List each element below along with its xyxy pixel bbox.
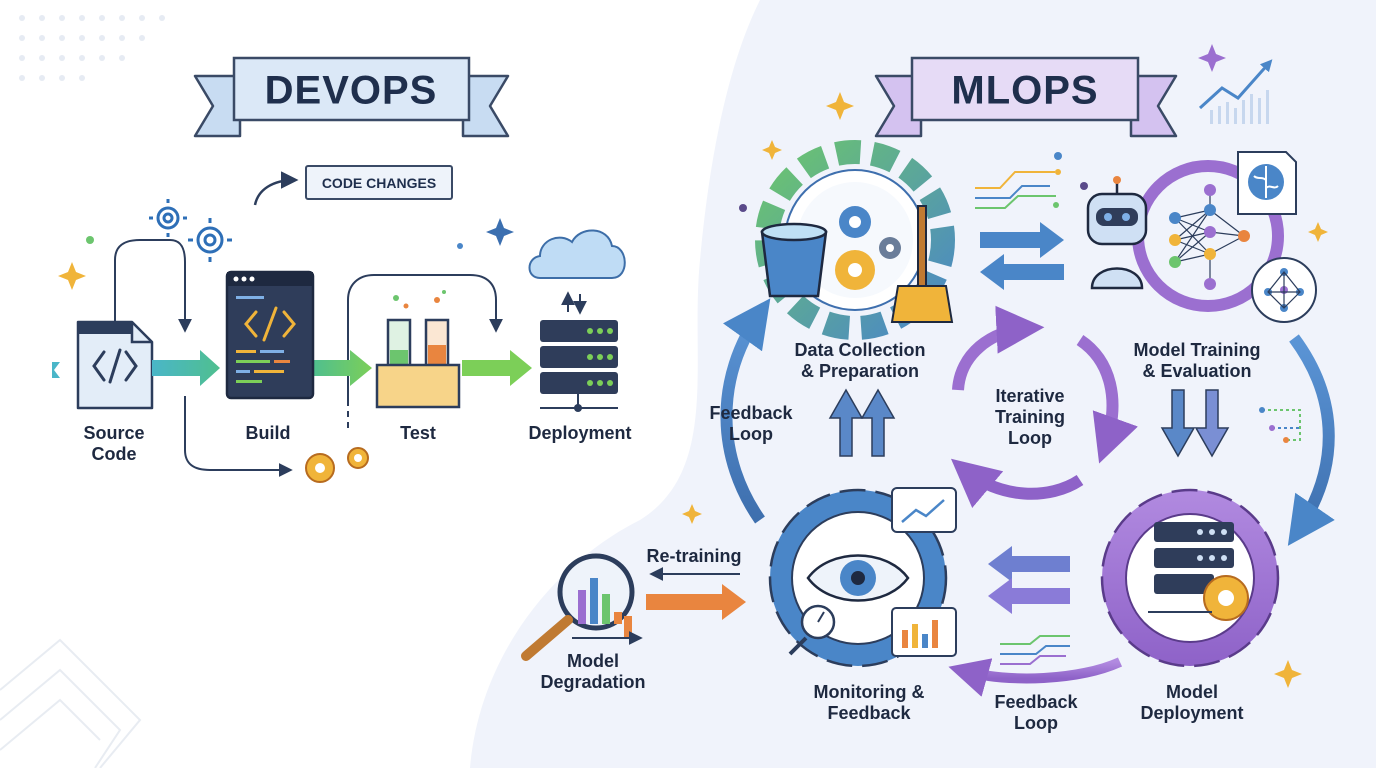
upload-arrows <box>561 291 587 315</box>
arrow-source-build <box>152 350 220 386</box>
orange-gear-icon <box>305 447 369 483</box>
degradation-magnifier-icon <box>521 553 643 661</box>
arrow-in <box>52 362 60 378</box>
bucket-icon <box>760 222 828 298</box>
corner-lines <box>0 638 142 768</box>
sparkle-icon <box>1198 44 1226 72</box>
code-changes-label: CODE CHANGES <box>305 165 453 200</box>
arrow-code-changes <box>253 171 299 206</box>
data-collection-gear <box>755 140 955 340</box>
model-degradation-label: Model Degradation <box>540 651 646 692</box>
iterative-loop-label: Iterative Training Loop <box>994 386 1066 448</box>
brain-document-icon <box>1237 151 1297 215</box>
gauge-icon <box>788 604 836 656</box>
feedback-loop-bottom-arrow <box>948 657 1123 697</box>
stage-test: Test <box>400 423 436 443</box>
test-tubes-icon <box>375 290 461 409</box>
arrow-test-deploy <box>462 350 532 386</box>
stage-source-code: Source Code <box>83 423 145 464</box>
feedback-loop-arrow <box>720 298 771 524</box>
build-window-icon <box>225 270 315 400</box>
data-lines-icon <box>975 152 1062 209</box>
server-icon <box>540 320 618 412</box>
devops-banner <box>193 56 510 138</box>
stage-build: Build <box>245 423 291 443</box>
arrow-monitor-data <box>828 388 896 457</box>
chart-bubble-icon <box>891 487 957 533</box>
bar-chart-icon <box>891 607 957 657</box>
data-lines-icon-2 <box>1000 635 1070 665</box>
arrow-training-deploy <box>1160 389 1230 458</box>
cloud-icon <box>528 229 626 279</box>
deployment-gear <box>1100 488 1280 668</box>
monitoring-label: Monitoring & Feedback <box>813 682 925 723</box>
degradation-to-monitor-arrow <box>646 584 746 620</box>
feedback-loop-bottom-label: Feedback Loop <box>994 692 1078 733</box>
stage-deployment: Deployment <box>528 423 632 443</box>
feedback-loop-left-label: Feedback Loop <box>709 403 793 444</box>
dotted-connector <box>1262 409 1301 441</box>
model-training-label: Model Training & Evaluation <box>1133 340 1261 381</box>
iterative-loop-arrows <box>950 305 1138 508</box>
arrow-build-test <box>313 350 372 386</box>
retraining-label: Re-training <box>646 546 742 566</box>
mlops-title: MLOPS <box>951 68 1099 113</box>
dot-pattern <box>19 15 165 81</box>
source-code-icon <box>76 320 154 410</box>
model-deployment-label: Model Deployment <box>1140 682 1244 723</box>
training-to-deploy-arrow <box>1287 334 1335 546</box>
sparkle-icon <box>486 218 514 246</box>
gear-icon <box>149 199 232 262</box>
broom-icon <box>890 205 954 323</box>
neural-network-icon <box>1169 184 1250 290</box>
arrow-deploy-monitor-2 <box>988 578 1070 614</box>
trend-chart-icon <box>1198 59 1273 124</box>
network-badge-icon <box>1251 257 1317 323</box>
arrow-from-training <box>980 254 1064 290</box>
devops-loop-lines <box>114 239 503 477</box>
sparkle-icon <box>58 92 1328 688</box>
arrow-deploy-monitor-1 <box>988 546 1070 582</box>
mlops-banner <box>874 56 1178 138</box>
devops-title: DEVOPS <box>264 68 438 113</box>
data-collection-label: Data Collection & Preparation <box>794 340 926 381</box>
robot-icon <box>1086 176 1148 290</box>
arrow-to-training <box>980 222 1064 258</box>
